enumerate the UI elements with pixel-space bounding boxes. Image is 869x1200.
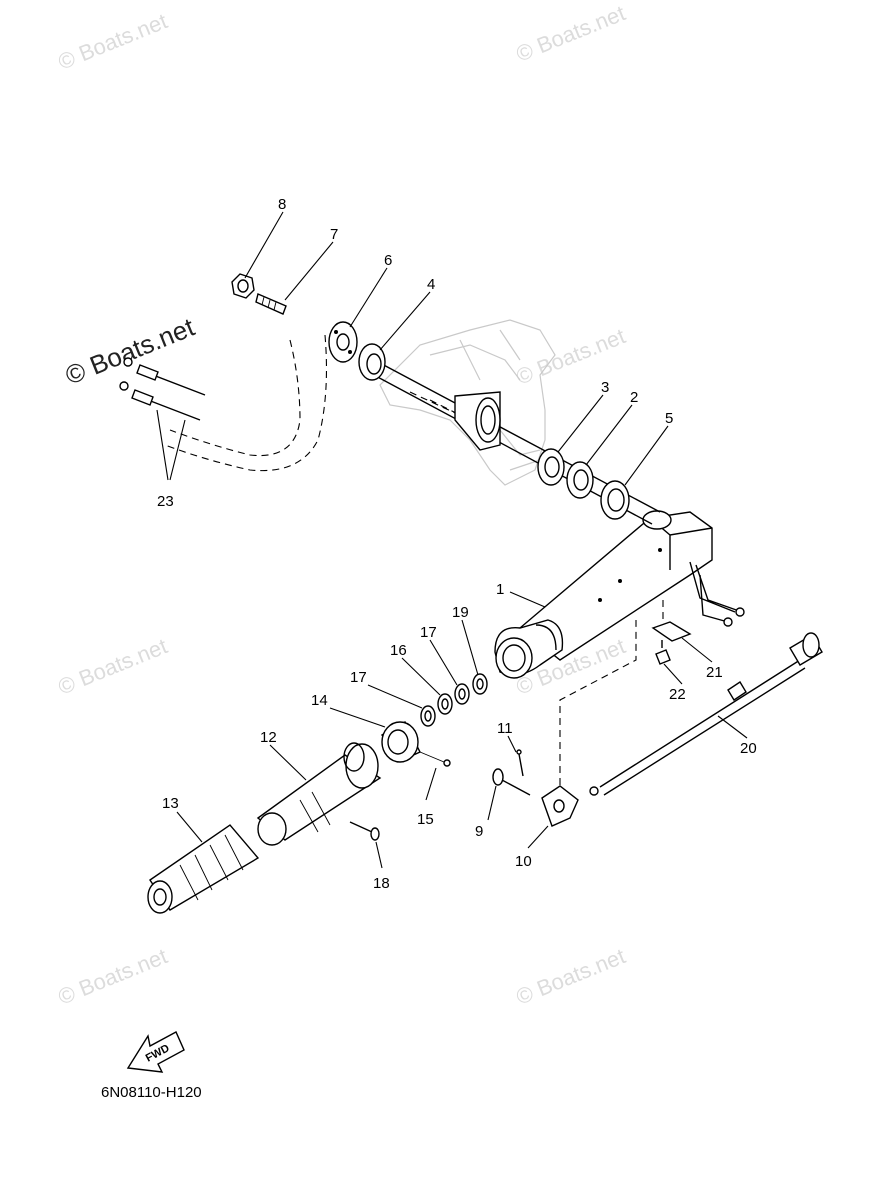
engine-ghost-outline	[379, 319, 556, 486]
callout-16: 16	[390, 642, 407, 659]
plate-part-21[interactable]	[651, 600, 692, 642]
leader-lines	[156, 211, 748, 869]
callout-8: 8	[278, 196, 286, 213]
screw-part-18[interactable]	[349, 821, 380, 841]
callout-19: 19	[452, 604, 469, 621]
callout-15: 15	[417, 811, 434, 828]
washer-part-5[interactable]	[600, 480, 630, 520]
callout-12: 12	[260, 729, 277, 746]
washer-part-4[interactable]	[358, 343, 386, 381]
callout-11: 11	[497, 720, 513, 737]
cable-part-23[interactable]	[119, 334, 328, 472]
grip-part-12[interactable]	[256, 742, 382, 846]
cable-clamp-part-10[interactable]	[541, 785, 579, 827]
clamp-guide-dashes	[559, 620, 637, 785]
callout-7: 7	[330, 226, 338, 243]
callout-17: 17	[420, 624, 437, 641]
watermark: © Boats.net	[55, 8, 171, 74]
watermark-large: © Boats.net	[61, 311, 199, 390]
bolt-part-9[interactable]	[492, 768, 531, 796]
pin-part-11[interactable]	[516, 749, 524, 777]
callout-21: 21	[706, 664, 723, 681]
callout-20: 20	[740, 740, 757, 757]
forward-direction-arrow: FWD	[126, 1031, 185, 1073]
washer-part-17b[interactable]	[420, 705, 436, 727]
watermarks: © Boats.net © Boats.net © Boats.net © Bo…	[55, 0, 629, 1009]
callout-18: 18	[373, 875, 390, 892]
screw-part-22[interactable]	[655, 640, 671, 665]
watermark: © Boats.net	[513, 323, 629, 389]
callout-6: 6	[384, 252, 392, 269]
throttle-grip-part-13[interactable]	[147, 824, 260, 914]
watermark: © Boats.net	[513, 943, 629, 1009]
plate-part-16[interactable]	[437, 693, 453, 715]
bushing-part-2[interactable]	[566, 461, 594, 499]
watermark: © Boats.net	[55, 633, 171, 699]
callout-2: 2	[630, 389, 638, 406]
screw-part-15[interactable]	[419, 751, 451, 767]
callout-14: 14	[311, 692, 328, 709]
callout-22: 22	[669, 686, 686, 703]
callout-1: 1	[496, 581, 504, 598]
watermark: © Boats.net	[513, 0, 629, 66]
callout-10: 10	[515, 853, 532, 870]
callout-9: 9	[475, 823, 483, 840]
watermark: © Boats.net	[55, 943, 171, 1009]
spring-part-19[interactable]	[472, 673, 488, 695]
nut-part-8[interactable]	[231, 273, 255, 299]
collar-part-14[interactable]	[381, 721, 421, 763]
throttle-cable-part-20[interactable]	[589, 632, 823, 796]
callout-3: 3	[601, 379, 609, 396]
washer-part-17[interactable]	[454, 683, 470, 705]
stud-part-7[interactable]	[255, 293, 287, 315]
engine-tube	[454, 391, 501, 451]
callout-13: 13	[162, 795, 179, 812]
callout-17b: 17	[350, 669, 367, 686]
callout-labels: 8 7 6 4 3 2 5 1 19 17 16 17 14 12 13 15 …	[157, 196, 757, 892]
diagram-code: 6N08110-H120	[101, 1084, 202, 1101]
callout-4: 4	[427, 276, 435, 293]
callout-23: 23	[157, 493, 174, 510]
steering-bracket-part-1[interactable]	[494, 510, 745, 679]
callout-5: 5	[665, 410, 673, 427]
washer-part-3[interactable]	[537, 448, 565, 486]
plate-part-6[interactable]	[328, 321, 358, 363]
